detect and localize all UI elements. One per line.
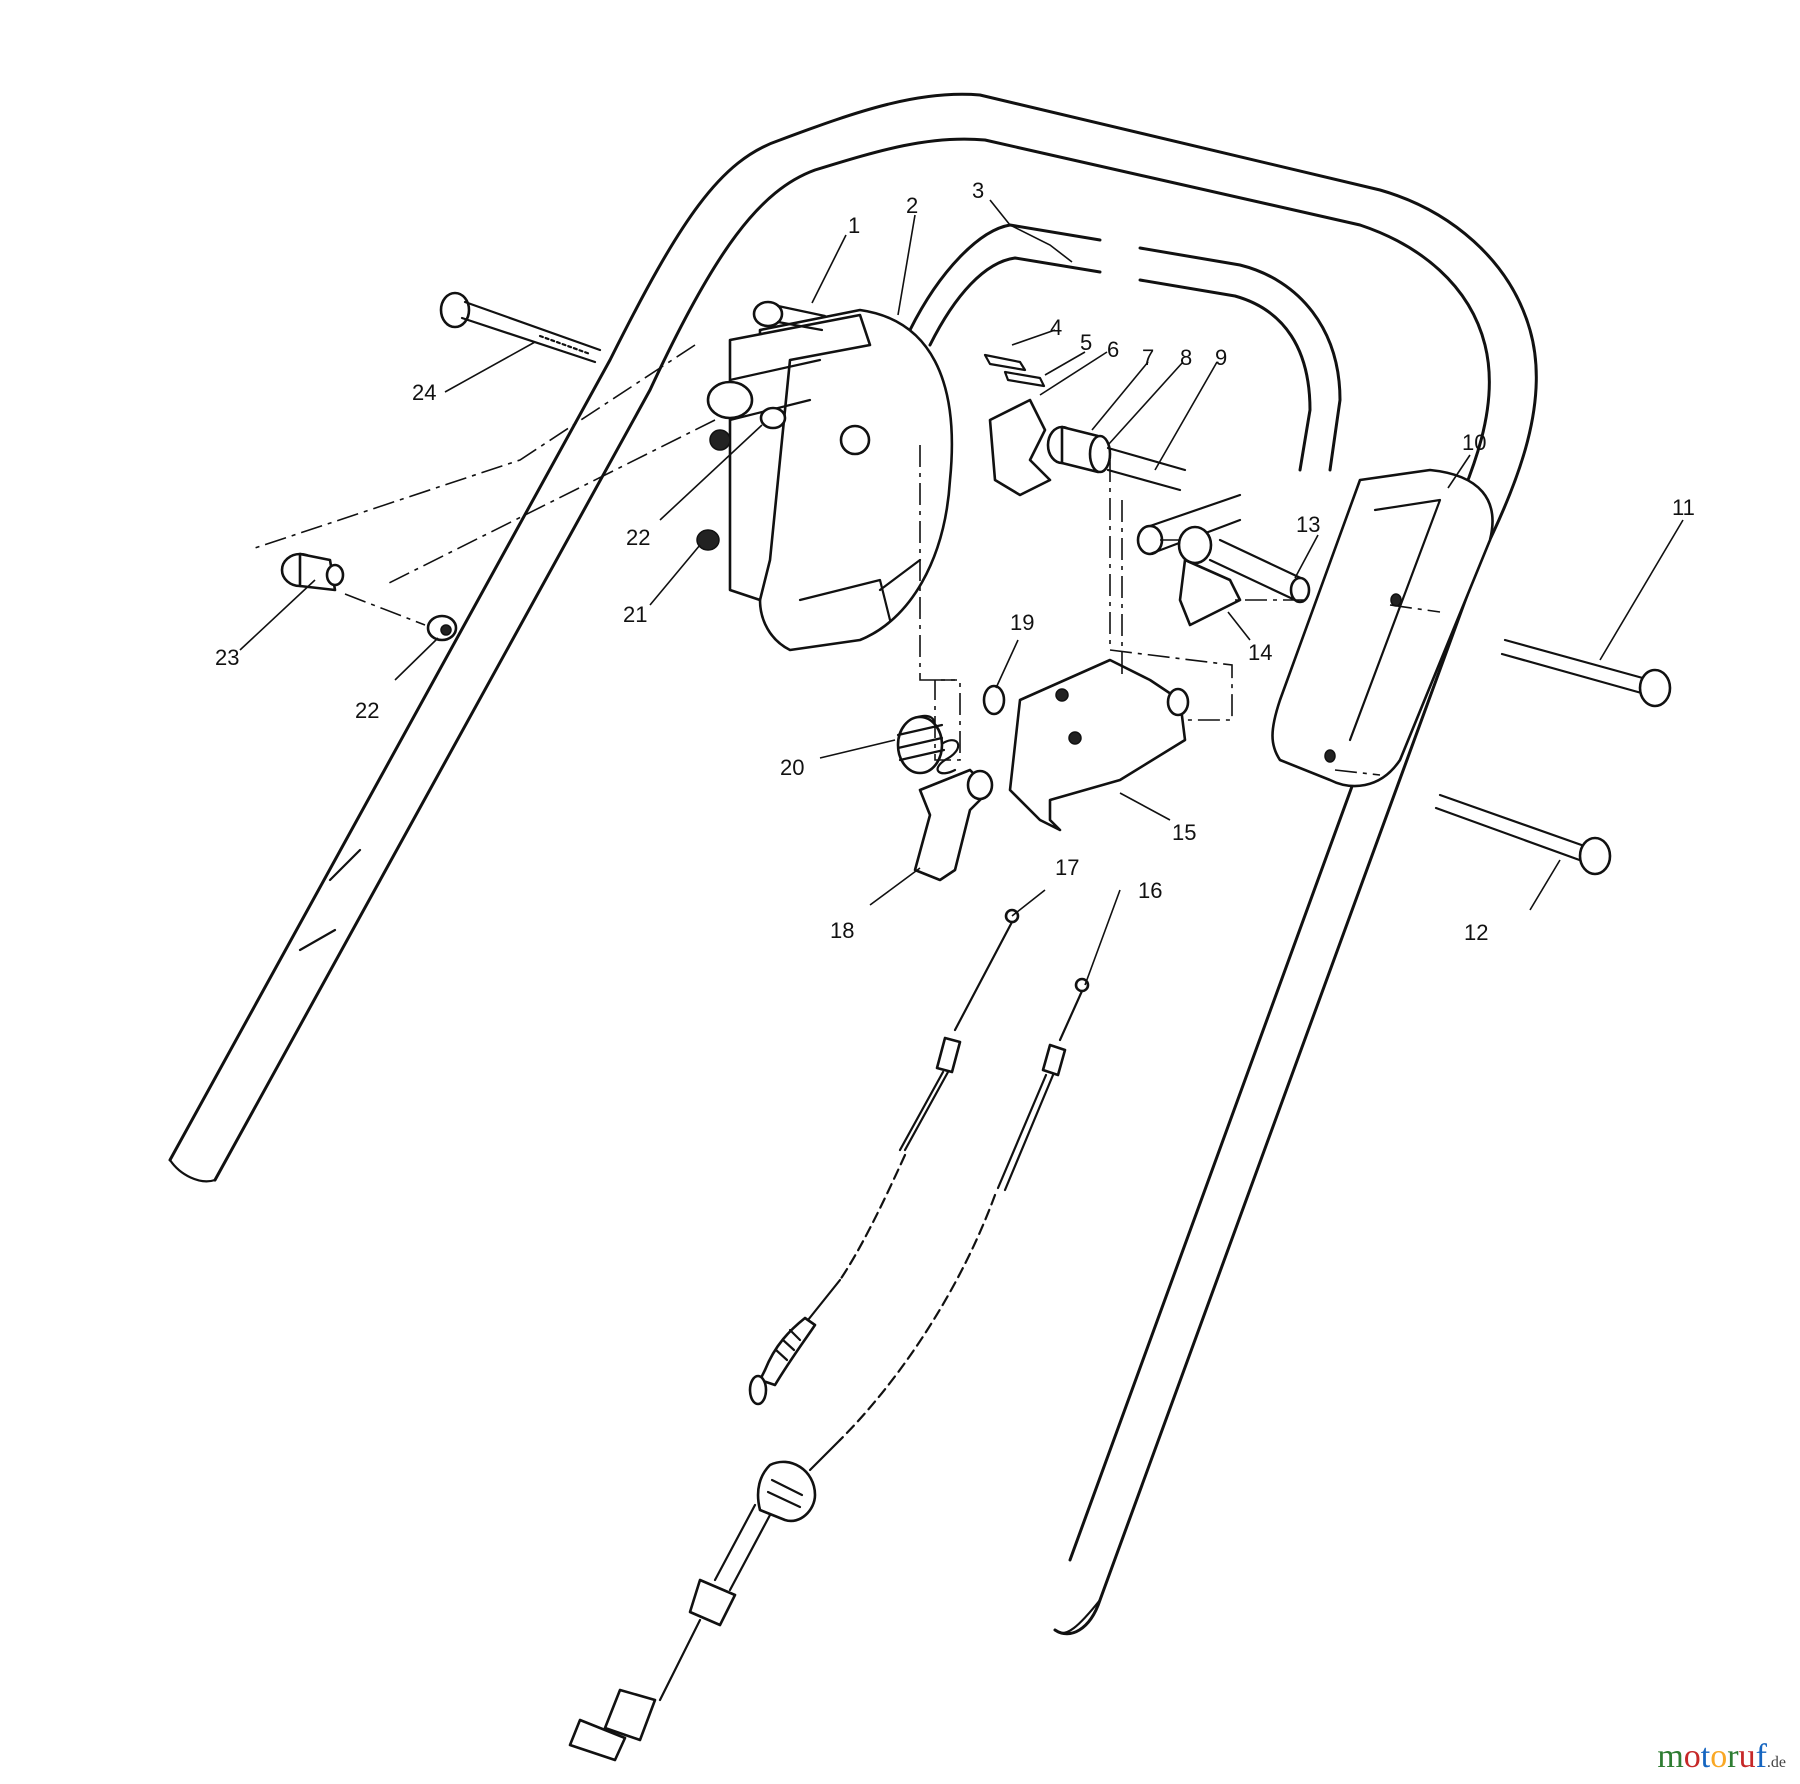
spacer-22-upper (759, 406, 787, 430)
bail-handle (908, 223, 1342, 472)
watermark-logo-text: motoruf (1657, 1738, 1767, 1775)
part-label-4: 4 (1050, 315, 1062, 340)
bolt-1 (752, 300, 827, 332)
lever-18 (913, 768, 994, 882)
part-label-20: 20 (780, 755, 804, 780)
part-label-24: 24 (412, 380, 436, 405)
part-label-14: 14 (1248, 640, 1272, 665)
part-label-1: 1 (848, 213, 860, 238)
part-label-7: 7 (1142, 345, 1154, 370)
part-label-15: 15 (1172, 820, 1196, 845)
part-label-21: 21 (623, 602, 647, 627)
part-labels: 1 2 3 4 5 6 7 8 9 10 11 12 13 14 15 16 1… (215, 178, 1695, 945)
nut-21 (696, 529, 720, 551)
washer-19 (982, 684, 1006, 716)
part-label-2: 2 (906, 193, 918, 218)
lever-14 (1136, 493, 1242, 627)
cable-17 (748, 908, 1020, 1406)
cable-16 (568, 977, 1090, 1762)
part-label-19: 19 (1010, 610, 1034, 635)
part-label-13: 13 (1296, 512, 1320, 537)
watermark-logo: motoruf.de (1657, 1738, 1786, 1776)
shaft-9 (1106, 446, 1187, 492)
part-label-23: 23 (215, 645, 239, 670)
part-label-22-upper: 22 (626, 525, 650, 550)
rod-13 (1208, 538, 1311, 604)
part-label-8: 8 (1180, 345, 1192, 370)
bolt-11 (1500, 638, 1672, 708)
bushing-7-8 (1046, 425, 1112, 474)
bracket-15 (1008, 658, 1190, 832)
part-label-11: 11 (1672, 495, 1695, 520)
bolt-12 (1434, 793, 1612, 876)
part-label-6: 6 (1107, 337, 1119, 362)
watermark-tld: .de (1766, 1754, 1786, 1771)
right-cover-10 (1271, 468, 1494, 788)
left-control-housing (706, 308, 954, 652)
cam-6 (988, 398, 1052, 497)
part-label-10: 10 (1462, 430, 1486, 455)
part-label-18: 18 (830, 918, 854, 943)
spacer-22-left (426, 614, 458, 642)
part-label-3: 3 (972, 178, 984, 203)
part-label-12: 12 (1464, 920, 1488, 945)
part-label-9: 9 (1215, 345, 1227, 370)
long-bolt-24 (439, 291, 602, 364)
part-label-17: 17 (1055, 855, 1079, 880)
spring-20 (896, 714, 960, 775)
bushing-23 (280, 552, 345, 592)
part-label-22-lower: 22 (355, 698, 379, 723)
callout-lines (239, 199, 1684, 986)
assembly-lines (254, 344, 1441, 776)
part-label-5: 5 (1080, 330, 1092, 355)
pins-4-5 (983, 353, 1046, 388)
part-label-16: 16 (1138, 878, 1162, 903)
